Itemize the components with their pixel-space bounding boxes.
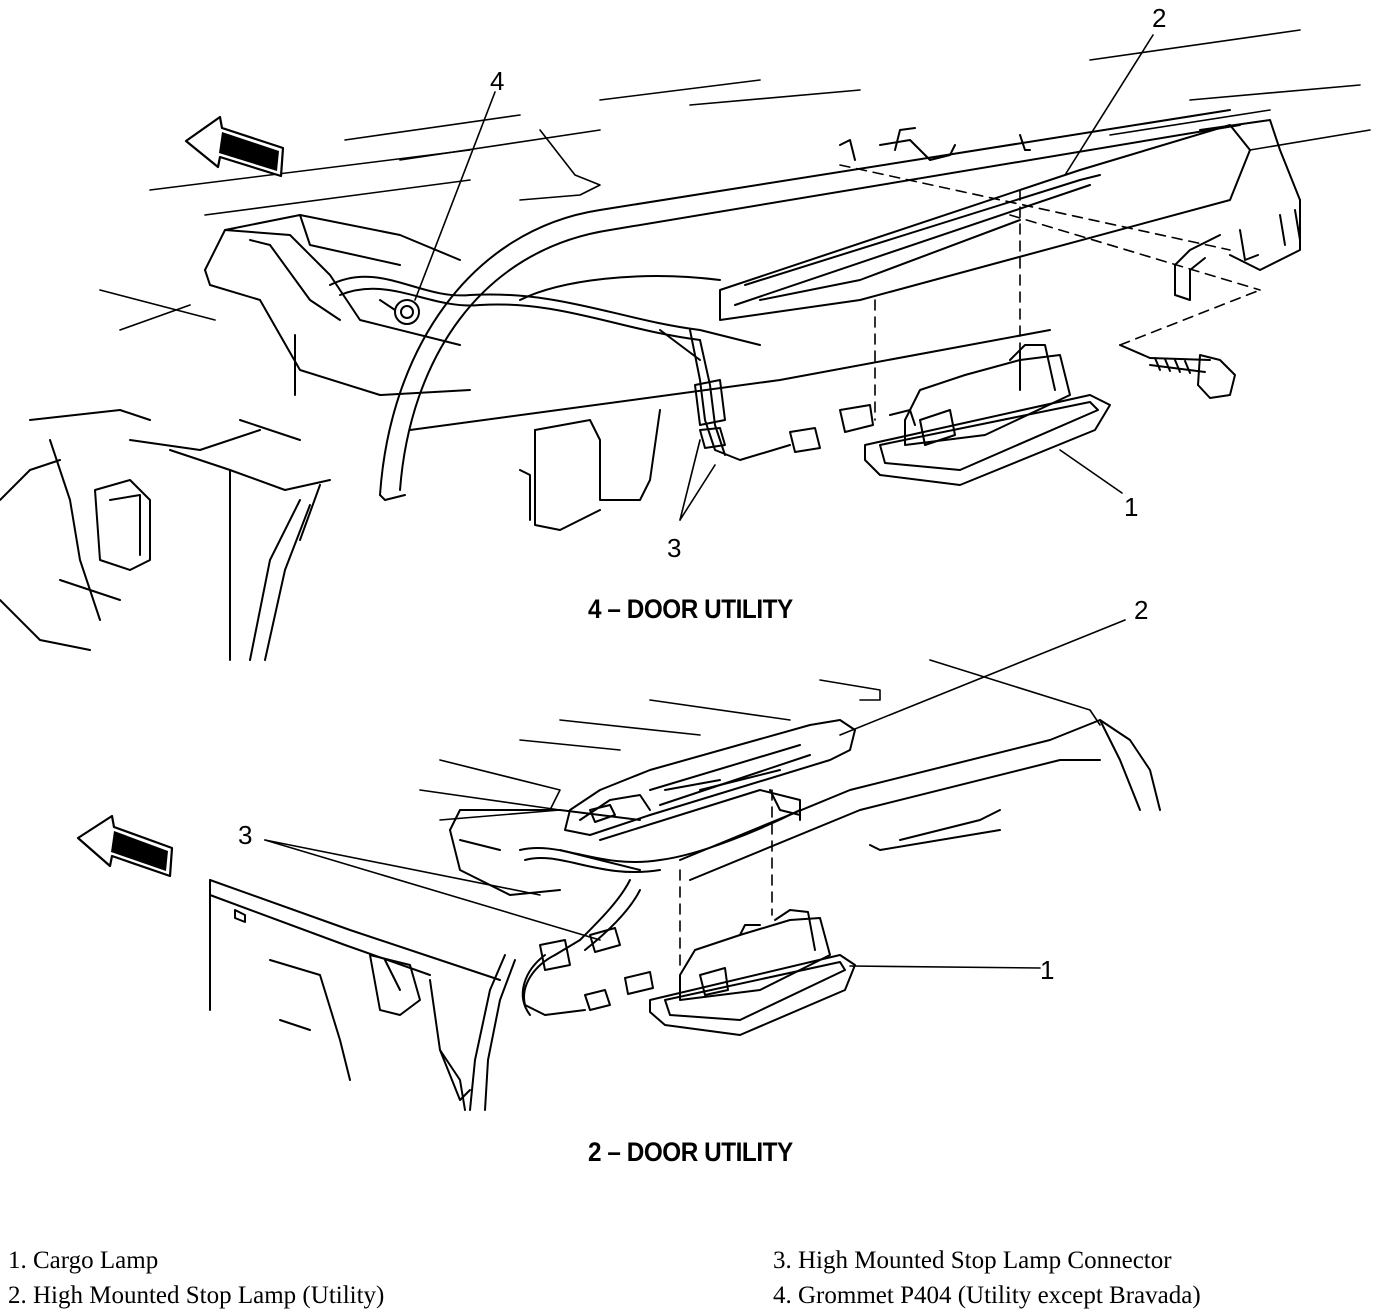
legend-item-1: 1. Cargo Lamp bbox=[8, 1247, 159, 1274]
alignment-dashes-top bbox=[840, 165, 1260, 420]
leader-top-2 bbox=[1065, 35, 1153, 175]
callout-top-4: 4 bbox=[490, 66, 505, 96]
legend-item-4: 4. Grommet P404 (Utility except Bravada) bbox=[773, 1282, 1201, 1309]
callout-top-1: 1 bbox=[1124, 492, 1139, 522]
leader-top-3b bbox=[680, 465, 715, 520]
wiring-harness-bottom bbox=[520, 790, 800, 1015]
mounting-screw bbox=[1120, 345, 1235, 398]
lower-body-top bbox=[520, 410, 660, 530]
rear-header-bottom bbox=[450, 720, 1160, 895]
leader-top-4 bbox=[415, 92, 495, 300]
alignment-dashes-bottom bbox=[680, 790, 772, 965]
leader-bottom-1 bbox=[850, 966, 1040, 968]
callout-top-2: 2 bbox=[1152, 3, 1167, 33]
quarter-panel-top bbox=[0, 410, 330, 660]
leader-lines-top bbox=[415, 35, 1153, 520]
liftgate-frame bbox=[380, 110, 1240, 500]
header-hardware bbox=[840, 128, 1030, 160]
two-door-view bbox=[78, 620, 1160, 1110]
caption-two-door-utility: 2 – DOOR UTILITY bbox=[588, 1137, 793, 1167]
leader-top-1 bbox=[1060, 450, 1122, 493]
roof-panel-lines bbox=[100, 30, 1370, 330]
rear-header bbox=[205, 215, 470, 395]
legend-item-2: 2. High Mounted Stop Lamp (Utility) bbox=[8, 1282, 385, 1309]
forward-arrow-icon-bottom bbox=[78, 816, 172, 876]
cargo-lamp-bottom bbox=[650, 910, 855, 1035]
leader-bottom-3b bbox=[265, 840, 540, 895]
callout-top-3: 3 bbox=[667, 533, 682, 563]
stop-lamp-connector-top bbox=[695, 380, 873, 452]
leader-lines-bottom bbox=[265, 620, 1125, 968]
high-mounted-stop-lamp bbox=[720, 120, 1300, 320]
stop-lamp-connector-bottom bbox=[540, 928, 653, 1010]
caption-four-door-utility: 4 – DOOR UTILITY bbox=[588, 594, 793, 624]
legend-item-3: 3. High Mounted Stop Lamp Connector bbox=[773, 1247, 1172, 1274]
callout-bottom-1: 1 bbox=[1040, 955, 1055, 985]
callout-bottom-2: 2 bbox=[1134, 595, 1149, 625]
cargo-lamp-top bbox=[865, 345, 1110, 485]
roof-panel-lines-bottom bbox=[420, 660, 1100, 820]
leader-top-3a bbox=[680, 440, 700, 520]
forward-arrow-icon bbox=[186, 117, 283, 176]
hinge-bracket bbox=[1175, 210, 1300, 300]
four-door-view bbox=[0, 30, 1370, 660]
callout-bottom-3: 3 bbox=[238, 820, 253, 850]
quarter-panel-bottom bbox=[210, 880, 515, 1110]
grommet-p404 bbox=[380, 300, 419, 324]
leader-bottom-3a bbox=[265, 840, 600, 940]
high-mounted-stop-lamp-bottom bbox=[565, 720, 855, 840]
wiring-harness-top bbox=[330, 276, 790, 460]
leader-bottom-2 bbox=[840, 620, 1125, 735]
